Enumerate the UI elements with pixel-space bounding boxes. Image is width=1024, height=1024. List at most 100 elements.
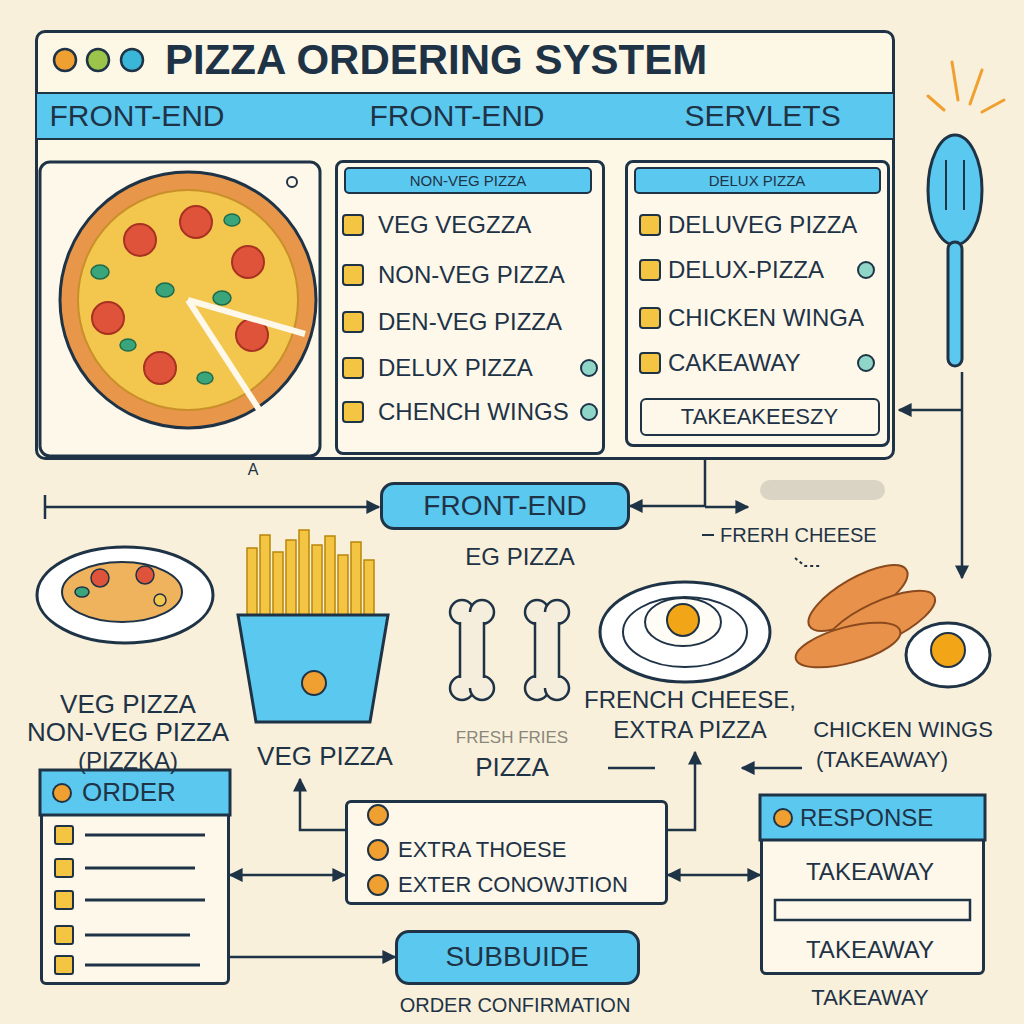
menu-item: CHICKEN WINGA	[668, 304, 864, 332]
flow-arrow	[742, 767, 802, 770]
leader-line	[795, 558, 820, 566]
checkbox	[55, 926, 73, 944]
options-box: EXTRA THOESEEXTER CONOWJTION	[345, 800, 668, 905]
pepperoni	[91, 569, 109, 587]
flow-arrow	[668, 752, 695, 830]
panel-heading: DELUX PIZZA	[709, 172, 806, 189]
response-text: TAKEAWAY	[806, 936, 934, 964]
checkbox	[343, 358, 363, 378]
pepper-slice	[213, 291, 231, 305]
fry	[312, 545, 322, 640]
order-window: ORDER	[40, 770, 230, 985]
fry	[247, 548, 257, 640]
fry	[351, 542, 361, 640]
egg-half	[906, 623, 990, 687]
list-line	[85, 934, 190, 937]
list-line	[85, 867, 195, 870]
panel-caption: A	[248, 461, 259, 479]
bone	[534, 622, 537, 678]
food-label: (PIZZKA)	[78, 747, 178, 775]
flow-arrow	[300, 779, 345, 830]
bone	[536, 612, 558, 688]
spark-line	[970, 70, 982, 104]
connector-arrow	[230, 956, 395, 959]
list-line	[85, 834, 205, 837]
panel-heading: NON-VEG PIZZA	[410, 172, 527, 189]
window-heading: ORDER	[82, 778, 176, 808]
chicken-wing	[800, 553, 917, 644]
spoon-head	[928, 135, 982, 245]
menu-item: DELUVEG PIZZA	[668, 211, 857, 239]
pepperoni	[124, 224, 156, 256]
pepperoni	[180, 206, 212, 238]
arrow-tick	[44, 495, 47, 519]
panel-header-tab	[345, 168, 591, 193]
food-label: EG PIZZA	[465, 543, 574, 571]
fry	[299, 530, 309, 640]
pepperoni	[144, 352, 176, 384]
input-bar	[775, 900, 970, 920]
topping	[154, 594, 166, 606]
bone	[450, 676, 474, 700]
app-window: PIZZA ORDERING SYSTEMFRONT-ENDFRONT-ENDS…	[35, 30, 895, 460]
connector-arrow	[230, 874, 345, 877]
spoon-slot	[963, 160, 965, 210]
option-label: TAKEAKEESZY	[681, 404, 838, 429]
panel-header-tab	[635, 168, 880, 193]
tab-label: FRONT-END	[50, 98, 225, 133]
food-label: FRENCH CHEESE,	[584, 686, 796, 714]
bone	[450, 600, 474, 624]
window-dot	[87, 49, 109, 71]
plate-rim	[623, 597, 747, 667]
fry	[325, 536, 335, 640]
faded-label: FRESH FRIES	[456, 728, 568, 748]
checkbox	[640, 260, 660, 280]
menu-panel: DELUX PIZZADELUVEG PIZZADELUX-PIZZACHICK…	[625, 160, 890, 447]
flow-arrow	[961, 372, 964, 578]
food-label: NON-VEG PIZZA	[27, 718, 229, 748]
checkbox	[640, 215, 660, 235]
food-label: VEG PIZZA	[60, 690, 196, 720]
radio-dot	[581, 360, 597, 376]
chicken-wing	[817, 579, 943, 666]
slice-cut	[188, 300, 262, 414]
response-text: TAKEAWAY	[806, 858, 934, 886]
label-dash	[702, 534, 714, 536]
status-label: TAKEAWAY	[811, 985, 928, 1010]
checkbox	[343, 215, 363, 235]
bone	[545, 600, 569, 624]
tab-label: SERVLETS	[685, 98, 841, 133]
option-label: EXTRA THOESE	[398, 837, 566, 862]
flow-arrow	[45, 506, 379, 509]
flow-arrow	[899, 409, 962, 412]
fry	[338, 555, 348, 640]
window-dot	[774, 809, 792, 827]
slice-cut	[188, 300, 305, 334]
pepper-slice	[91, 265, 109, 279]
spoon-slot	[945, 160, 947, 210]
fry	[364, 560, 374, 640]
panel-knob	[287, 177, 297, 187]
spark-line	[952, 62, 958, 100]
pepperoni	[236, 319, 268, 351]
checkbox	[640, 308, 660, 328]
fry	[286, 540, 296, 640]
bone	[558, 622, 561, 678]
flow-line	[608, 767, 655, 770]
list-line	[85, 964, 200, 967]
plate	[37, 547, 213, 643]
pizza-crust	[60, 172, 316, 428]
bone	[483, 622, 486, 678]
bone	[525, 676, 549, 700]
window-header	[760, 795, 985, 840]
bone	[470, 676, 494, 700]
food-label: FRERH CHEESE	[720, 524, 877, 547]
checkbox	[55, 859, 73, 877]
bone	[470, 600, 494, 624]
caption-label: ORDER CONFIRMATION	[400, 994, 631, 1017]
checkbox	[343, 312, 363, 332]
chicken-wing	[791, 614, 905, 677]
bone	[525, 600, 549, 624]
fries-cup	[238, 615, 388, 722]
menu-item: CHENCH WINGS	[378, 398, 569, 426]
